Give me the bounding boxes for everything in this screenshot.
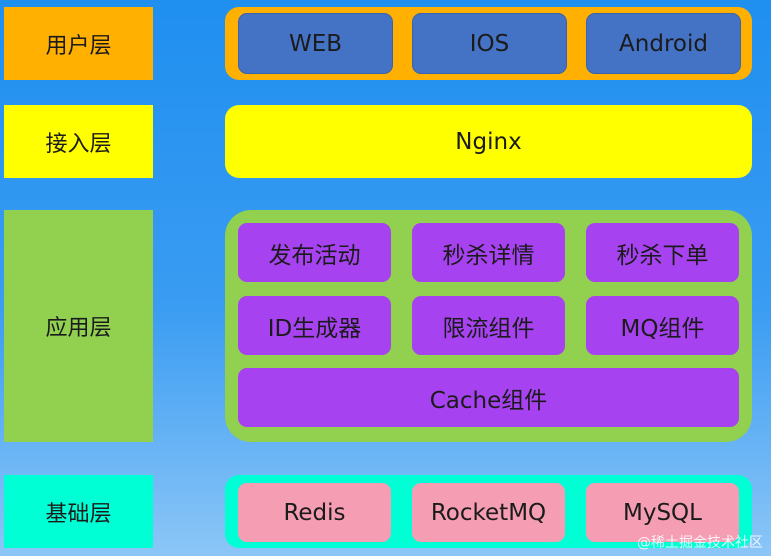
- access-layer-label: 接入层: [4, 105, 153, 178]
- app-layer-panel: 发布活动 秒杀详情 秒杀下单 ID生成器 限流组件 MQ组件 Cache组件: [225, 210, 752, 442]
- user-layer-label: 用户层: [4, 7, 153, 80]
- watermark-text: @稀土掘金技术社区: [637, 535, 763, 551]
- seckill-order-box: 秒杀下单: [586, 223, 739, 282]
- web-box: WEB: [238, 13, 393, 74]
- seckill-detail-box: 秒杀详情: [412, 223, 565, 282]
- app-layer-label: 应用层: [4, 210, 153, 442]
- mysql-box: MySQL: [586, 483, 739, 542]
- redis-box: Redis: [238, 483, 391, 542]
- cache-component-box: Cache组件: [238, 368, 739, 427]
- user-layer-panel: WEB IOS Android: [225, 7, 752, 80]
- publish-activity-box: 发布活动: [238, 223, 391, 282]
- base-layer-panel: Redis RocketMQ MySQL: [225, 475, 752, 548]
- id-generator-box: ID生成器: [238, 296, 391, 355]
- nginx-box: Nginx: [225, 105, 752, 178]
- rate-limit-box: 限流组件: [412, 296, 565, 355]
- rocketmq-box: RocketMQ: [412, 483, 565, 542]
- mq-component-box: MQ组件: [586, 296, 739, 355]
- ios-box: IOS: [412, 13, 567, 74]
- android-box: Android: [586, 13, 741, 74]
- base-layer-label: 基础层: [4, 475, 153, 548]
